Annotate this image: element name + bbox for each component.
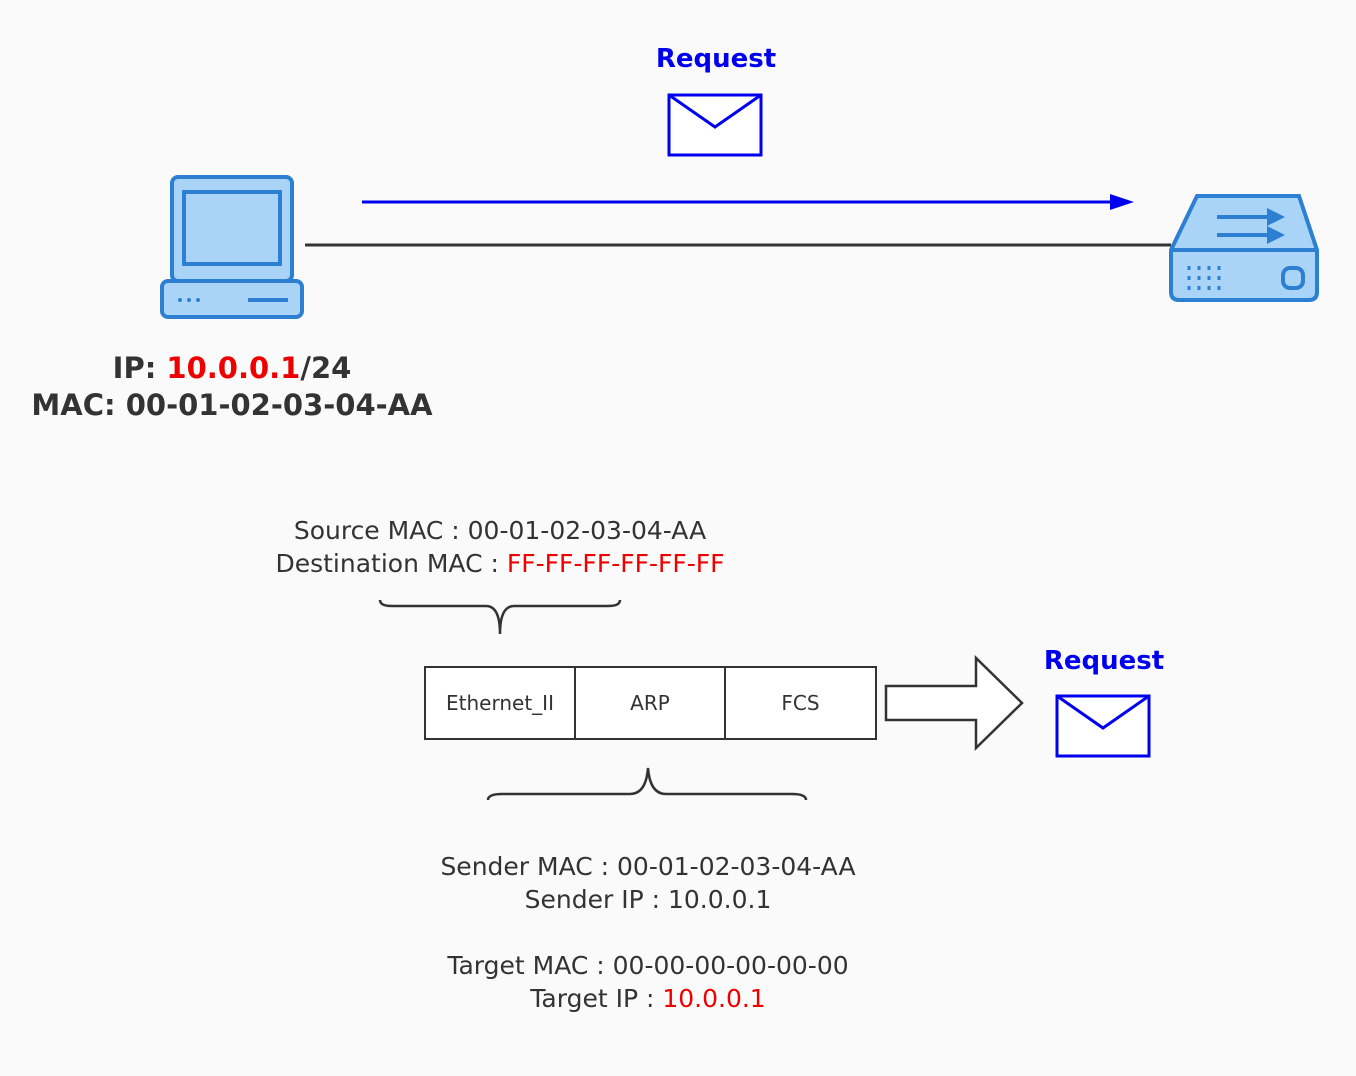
frame-cell-ethernet: Ethernet_II <box>424 666 576 740</box>
sender-mac-value: 00-01-02-03-04-AA <box>617 852 856 881</box>
destination-mac-label: Destination MAC : <box>275 549 499 578</box>
source-mac-line: Source MAC : 00-01-02-03-04-AA <box>200 514 800 547</box>
target-ip-line: Target IP : 10.0.0.1 <box>348 982 948 1015</box>
right-arrow-icon <box>884 655 1024 751</box>
sender-ip-value: 10.0.0.1 <box>667 885 772 914</box>
computer-icon <box>160 175 304 319</box>
ip-address: 10.0.0.1 <box>166 351 301 385</box>
envelope-icon <box>1055 694 1151 758</box>
host-ip-line: IP: 10.0.0.1/24 <box>20 350 444 387</box>
frame-cell-arp: ARP <box>576 666 726 740</box>
sender-ip-label: Sender IP : <box>524 885 661 914</box>
request-flow-arrow <box>362 194 1134 210</box>
ethernet-frame: Ethernet_II ARP FCS <box>424 666 877 740</box>
source-mac-label: Source MAC : <box>293 516 460 545</box>
mac-label: MAC: <box>31 388 116 422</box>
destination-mac-line: Destination MAC : FF-FF-FF-FF-FF-FF <box>200 547 800 580</box>
arp-brace <box>486 767 808 801</box>
source-mac-value: 00-01-02-03-04-AA <box>467 516 707 545</box>
ip-prefix: /24 <box>300 351 352 385</box>
frame-cell-fcs: FCS <box>726 666 877 740</box>
sender-mac-line: Sender MAC : 00-01-02-03-04-AA <box>348 850 948 883</box>
mac-address: 00-01-02-03-04-AA <box>125 388 433 422</box>
target-mac-line: Target MAC : 00-00-00-00-00-00 <box>348 949 948 982</box>
sender-mac-label: Sender MAC : <box>440 852 610 881</box>
switch-icon <box>1169 194 1319 302</box>
sender-ip-line: Sender IP : 10.0.0.1 <box>348 883 948 916</box>
ip-label: IP: <box>112 351 157 385</box>
ethernet-brace <box>378 599 622 635</box>
target-ip-label: Target IP : <box>530 984 655 1013</box>
host-mac-line: MAC: 00-01-02-03-04-AA <box>20 387 444 424</box>
target-mac-label: Target MAC : <box>447 951 605 980</box>
request-label-top: Request <box>655 44 777 74</box>
network-link <box>305 243 1171 247</box>
target-ip-value: 10.0.0.1 <box>662 984 766 1013</box>
envelope-icon <box>667 93 763 157</box>
destination-mac-value: FF-FF-FF-FF-FF-FF <box>506 549 725 578</box>
request-label-frame: Request <box>1043 646 1165 676</box>
target-mac-value: 00-00-00-00-00-00 <box>612 951 849 980</box>
